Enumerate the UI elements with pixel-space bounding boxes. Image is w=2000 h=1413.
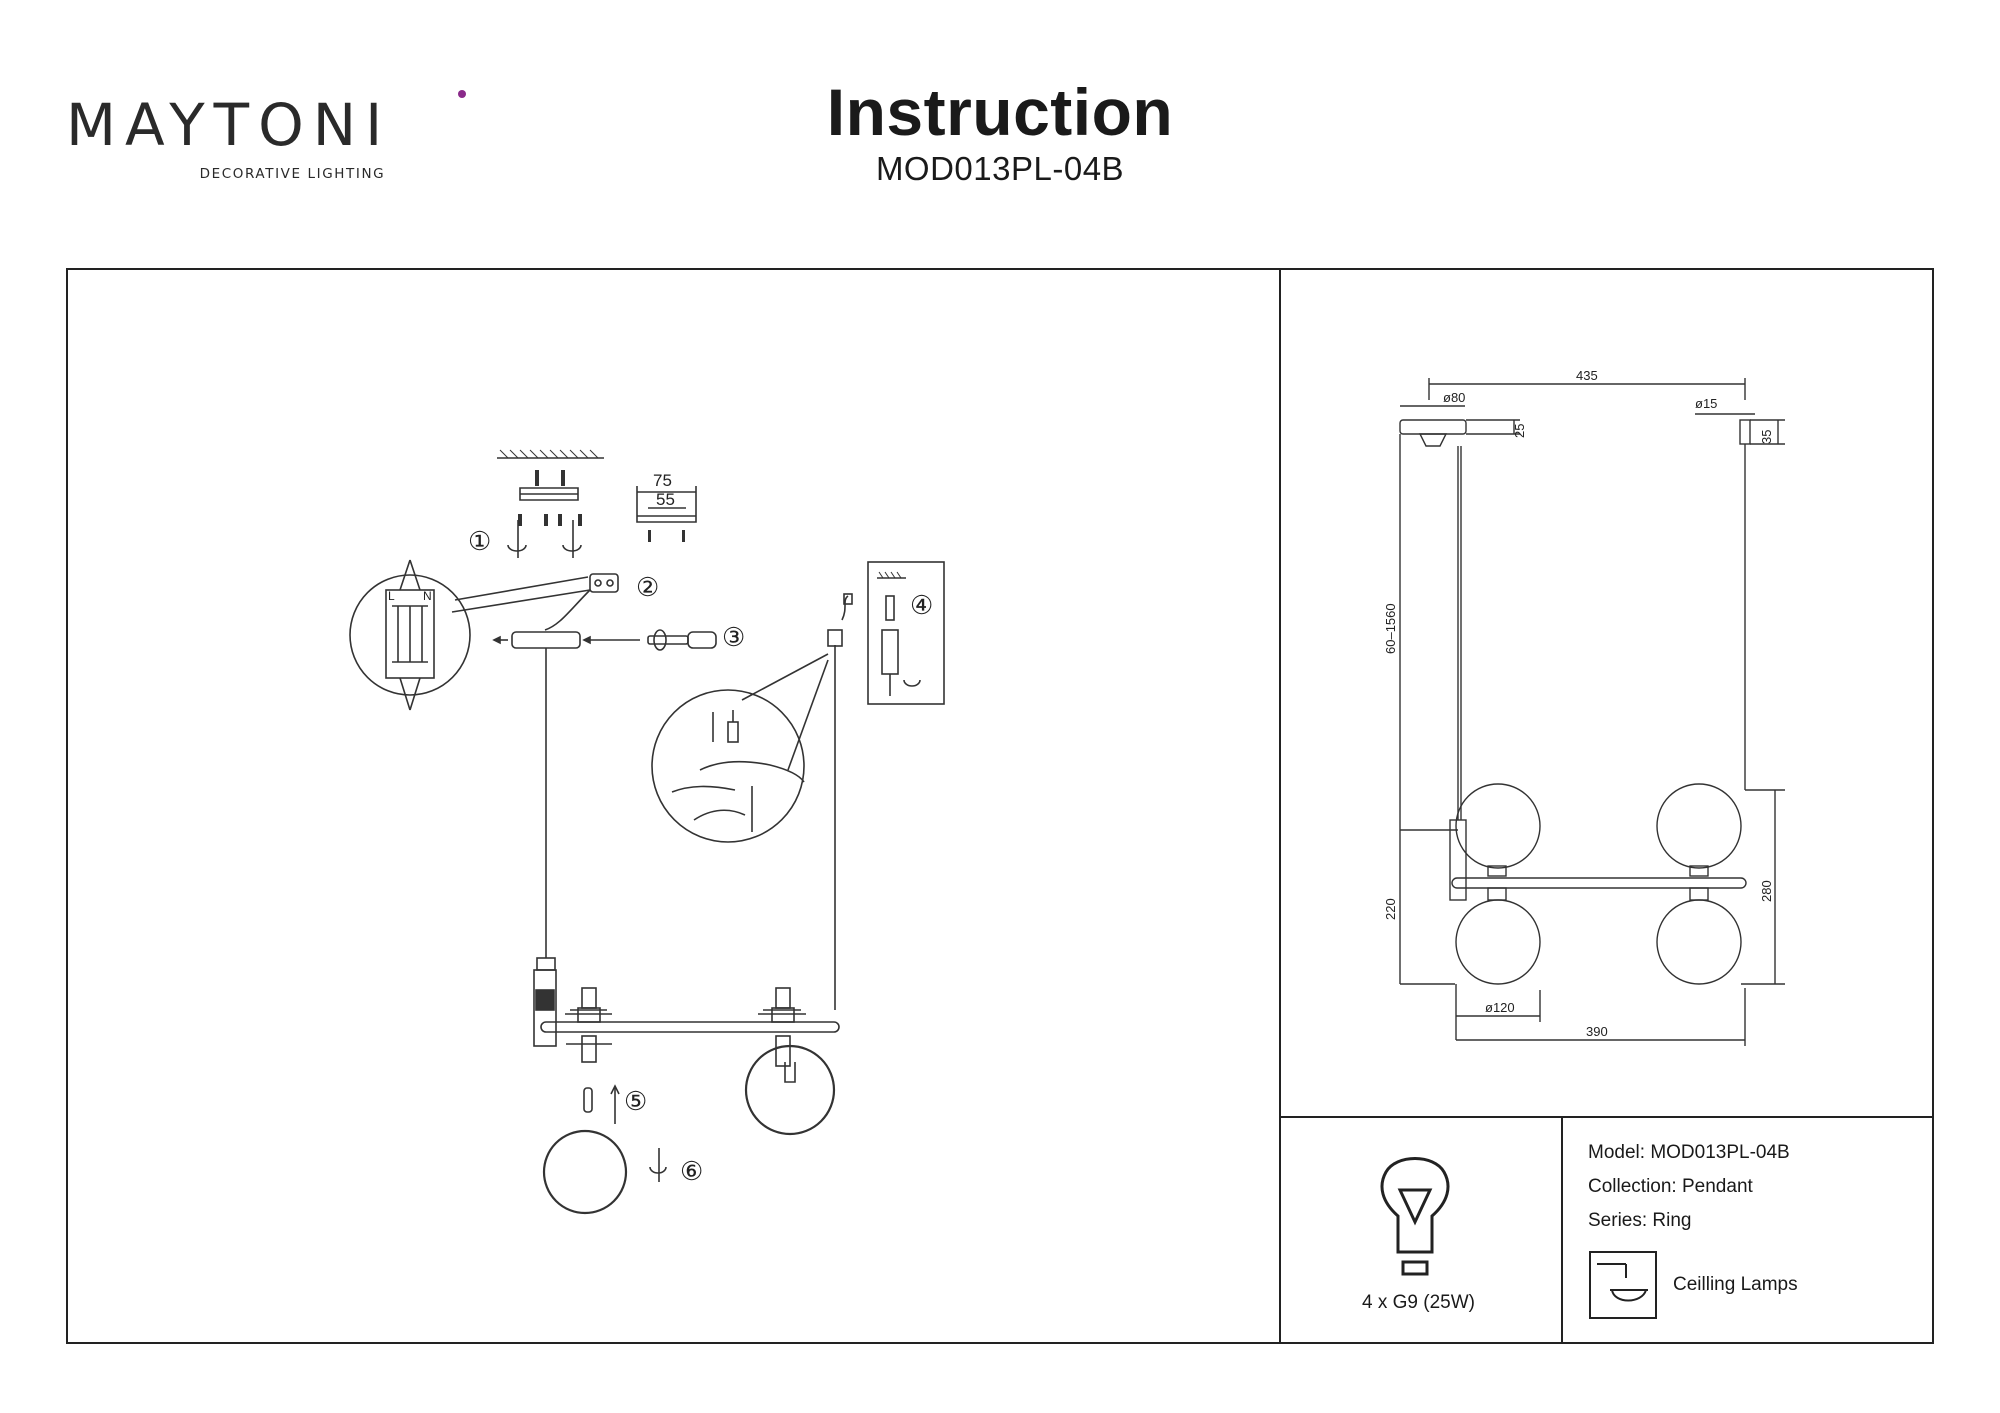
- canopy: [511, 631, 581, 649]
- step-4-label: ④: [910, 590, 933, 620]
- dim-total-width: 435: [1576, 368, 1598, 383]
- adjuster-zoom-circle: [651, 689, 805, 843]
- spec-collection-value: Pendant: [1682, 1176, 1753, 1197]
- dim-suspension-range: 60–1560: [1383, 603, 1398, 654]
- dim-shade-diameter: ø120: [1485, 1000, 1515, 1015]
- spec-series: Series: Ring: [1588, 1210, 1692, 1232]
- step-4-box: [867, 561, 945, 705]
- spec-model: Model: MOD013PL-04B: [1588, 1142, 1790, 1164]
- step-1-label: ①: [468, 526, 491, 556]
- terminal-label-bottom: N: [423, 589, 432, 603]
- dim-body-height-right: 280: [1759, 880, 1774, 902]
- dim-globe-bottom-right: [1656, 899, 1742, 985]
- step-6-label: ⑥: [680, 1156, 703, 1186]
- spec-series-label: Series:: [1588, 1210, 1648, 1231]
- logo-accent-dot: [458, 90, 466, 98]
- bracket-dim-inner: 55: [656, 490, 675, 509]
- step-2-label: ②: [636, 572, 659, 602]
- model-code: MOD013PL-04B: [875, 150, 1125, 187]
- bulb-spec: 4 x G9 (25W): [1362, 1292, 1475, 1313]
- ceiling-lamp-icon: [1589, 1251, 1657, 1319]
- dim-anchor-diameter: ø15: [1695, 396, 1717, 411]
- dim-body-height-left: 220: [1383, 898, 1398, 920]
- terminal-zoom-circle: [349, 574, 471, 696]
- page-title: Instruction: [826, 75, 1174, 149]
- dim-canopy-height: 25: [1512, 424, 1527, 438]
- terminal-label-top: L: [388, 589, 395, 603]
- dim-canopy-diameter: ø80: [1443, 390, 1465, 405]
- dim-globe-bottom-left: [1455, 899, 1541, 985]
- step-5-label: ⑤: [624, 1086, 647, 1116]
- spec-model-value: MOD013PL-04B: [1650, 1142, 1790, 1163]
- instruction-frame: [66, 268, 1934, 1344]
- dim-anchor-height: 35: [1759, 430, 1774, 444]
- light-bar: [540, 1021, 840, 1033]
- dim-body-width: 390: [1586, 1024, 1608, 1039]
- loose-globe: [542, 1129, 628, 1215]
- brand-tagline: DECORATIVE LIGHTING: [199, 166, 386, 182]
- dim-canopy: [1399, 419, 1467, 435]
- dimension-drawing: [1399, 378, 1785, 1046]
- dim-bar: [1451, 877, 1747, 889]
- g9-bulb: [583, 1087, 593, 1113]
- spec-category: Ceilling Lamps: [1673, 1274, 1798, 1295]
- spec-collection: Collection: Pendant: [1588, 1176, 1753, 1198]
- spec-series-value: Ring: [1652, 1210, 1692, 1231]
- spec-model-label: Model:: [1588, 1142, 1646, 1163]
- assembly-diagram: [349, 449, 945, 1215]
- brand-name: MAYTONI: [66, 91, 392, 159]
- mounted-globe: [744, 1044, 836, 1136]
- step-3-label: ③: [722, 622, 745, 652]
- bracket-dim-outer: 75: [653, 471, 672, 490]
- dim-globe-top-right: [1656, 783, 1742, 869]
- spec-collection-label: Collection:: [1588, 1176, 1677, 1197]
- bulb-icon: [1380, 1157, 1450, 1276]
- dim-globe-top-left: [1455, 783, 1541, 869]
- brand-logo: MAYTONI DECORATIVE LIGHTING: [66, 90, 466, 182]
